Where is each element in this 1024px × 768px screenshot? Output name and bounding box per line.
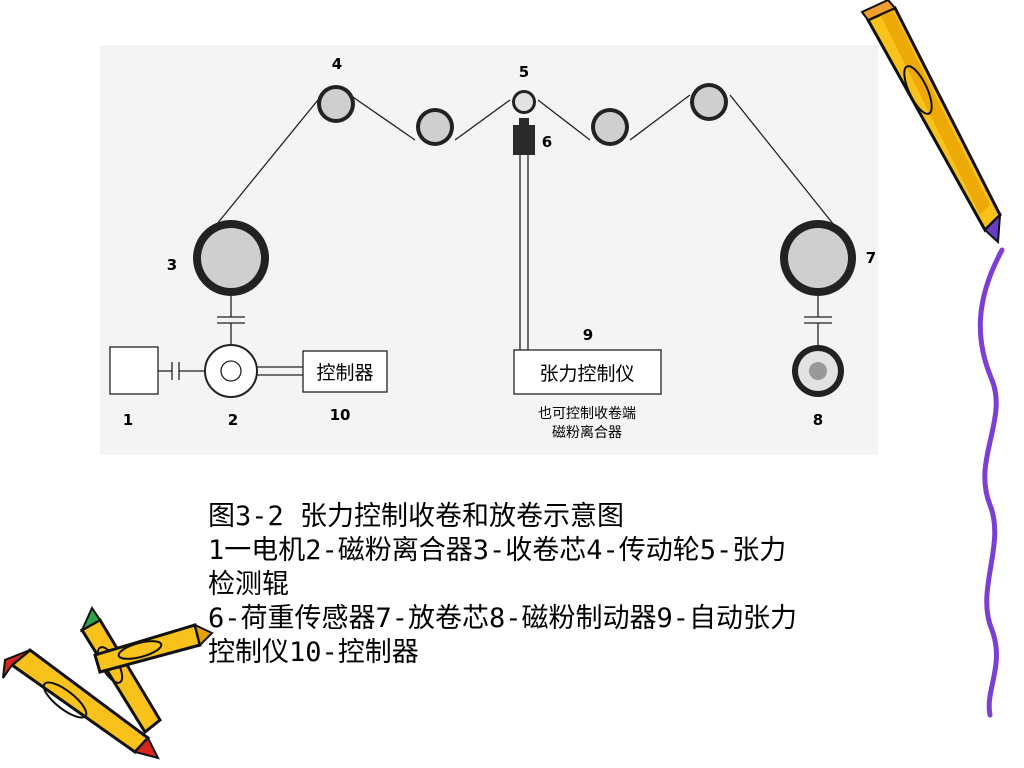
tension-controller-note-line2: 磁粉离合器 xyxy=(552,424,622,441)
figure-caption: 图3-2 张力控制收卷和放卷示意图 1一电机2-磁粉离合器3-收卷芯4-传动轮5… xyxy=(208,500,928,670)
clutch-to-controller-link xyxy=(257,366,303,376)
drive-roller-c xyxy=(690,83,728,121)
motor-1 xyxy=(109,346,159,395)
caption-legend-line2: 检测辊 xyxy=(208,569,289,600)
load-sensor-cap xyxy=(519,118,529,126)
tension-controller-note-line1: 也可控制收卷端 xyxy=(538,406,636,422)
belt-path xyxy=(207,94,843,236)
drive-roller-b xyxy=(591,108,629,146)
part-number-3: 3 xyxy=(167,256,177,274)
controller-label: 控制器 xyxy=(316,362,373,384)
coupling-left xyxy=(217,296,245,345)
crayon-group-icon xyxy=(2,605,214,760)
tension-roller-5 xyxy=(512,90,536,114)
controller-box xyxy=(302,350,388,393)
part-number-7: 7 xyxy=(866,249,876,267)
winding-core-3 xyxy=(193,220,269,296)
part-number-6: 6 xyxy=(542,133,552,151)
drive-roller-a xyxy=(416,108,454,146)
powder-clutch-2 xyxy=(204,344,258,398)
crayon-horizontal-icon xyxy=(93,623,214,674)
part-number-8: 8 xyxy=(813,411,823,429)
drive-roller-4 xyxy=(317,85,355,123)
part-number-9: 9 xyxy=(583,326,593,344)
part-number-10: 10 xyxy=(330,406,351,424)
caption-title: 图3-2 张力控制收卷和放卷示意图 xyxy=(208,501,625,532)
load-sensor-6 xyxy=(513,125,535,155)
unwinding-core-7 xyxy=(780,220,856,296)
caption-legend-line3: 6-荷重传感器7-放卷芯8-磁粉制动器9-自动张力 xyxy=(208,603,798,634)
caption-legend-line4: 控制仪10-控制器 xyxy=(208,637,419,668)
crayon-green-icon xyxy=(79,605,162,735)
part-number-2: 2 xyxy=(228,411,238,429)
decorative-wavy-line xyxy=(977,247,1005,718)
coupling-right xyxy=(804,296,832,345)
part-number-5: 5 xyxy=(519,63,529,81)
pencil-icon xyxy=(860,0,1002,245)
tension-controller-box xyxy=(513,349,662,395)
crayon-red-icon xyxy=(2,648,160,760)
caption-legend-line1: 1一电机2-磁粉离合器3-收卷芯4-传动轮5-张力 xyxy=(208,535,787,566)
part-number-4: 4 xyxy=(332,55,342,73)
part-number-1: 1 xyxy=(123,411,133,429)
motor-shaft-coupling xyxy=(158,362,204,380)
tension-controller-label: 张力控制仪 xyxy=(539,363,634,385)
powder-brake-8 xyxy=(792,345,844,397)
